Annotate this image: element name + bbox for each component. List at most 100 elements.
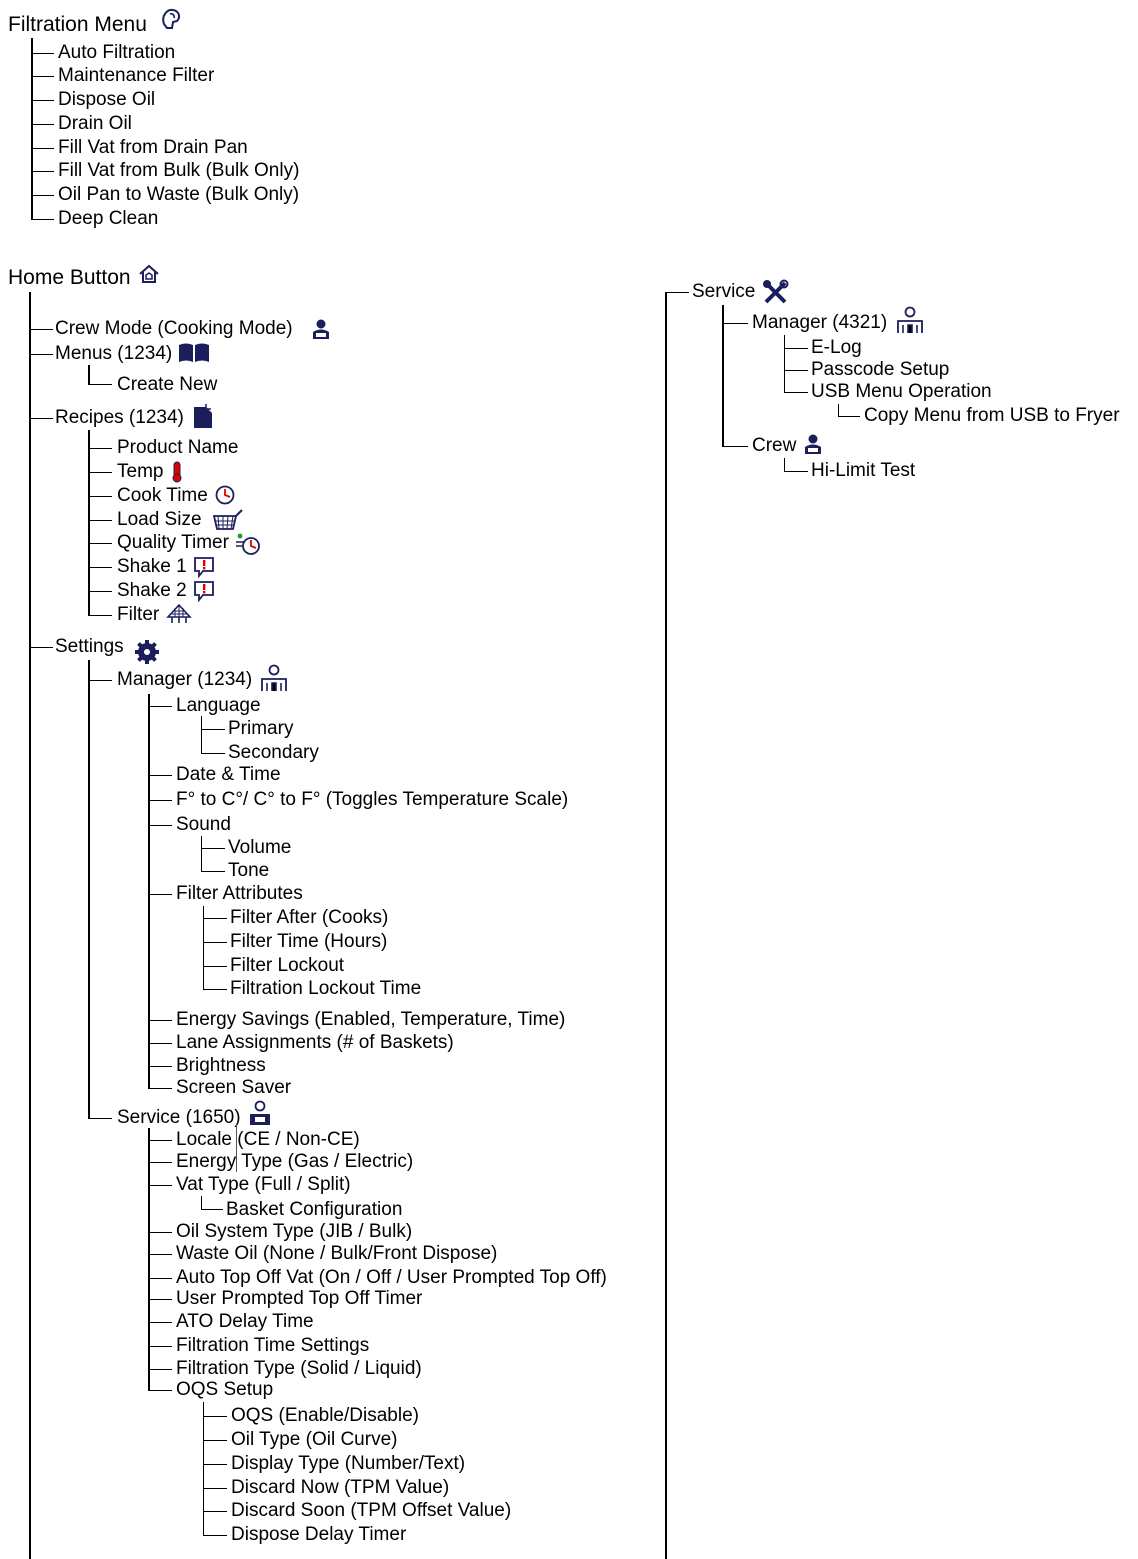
locale-item: Locale (CE / Non-CE)	[176, 1129, 360, 1150]
tree-branch	[148, 1232, 172, 1233]
language-option: Secondary	[228, 742, 319, 763]
tree-line	[203, 1402, 204, 1536]
tree-branch	[148, 1346, 172, 1347]
tree-line	[201, 716, 202, 753]
tree-branch	[148, 1254, 172, 1255]
tree-branch	[665, 292, 689, 293]
crew-icon	[313, 319, 329, 339]
thermometer-icon	[172, 461, 182, 483]
recipe-item: Shake 2	[117, 580, 187, 601]
filter-attribute: Filter After (Cooks)	[230, 907, 389, 928]
divider-line	[236, 1124, 237, 1172]
vat-type-item: Vat Type (Full / Split)	[176, 1174, 351, 1195]
recipe-item: Shake 1	[117, 556, 187, 577]
filter-attribute: Filtration Lockout Time	[230, 978, 422, 999]
tree-branch	[148, 1043, 172, 1044]
tree-branch	[148, 1322, 172, 1323]
shake-alert-icon	[194, 557, 214, 578]
temp-scale-item: F° to C°/ C° to F° (Toggles Temperature …	[176, 789, 569, 810]
tree-line	[88, 660, 90, 1119]
tree-branch	[838, 416, 860, 417]
shake-alert-icon	[194, 581, 214, 602]
service-1650-item: Service (1650)	[117, 1107, 241, 1128]
tree-line	[148, 694, 150, 1088]
filtration-item: Deep Clean	[58, 208, 159, 229]
tree-branch	[148, 894, 172, 895]
tree-line	[203, 906, 204, 990]
tree-line	[784, 335, 785, 393]
hi-limit-item: Hi-Limit Test	[811, 460, 916, 481]
crew-mode-item: Crew Mode (Cooking Mode)	[55, 318, 293, 339]
filter-attributes-item: Filter Attributes	[176, 883, 303, 904]
tree-branch	[148, 825, 172, 826]
settings-item: Settings	[55, 636, 124, 657]
tree-branch	[29, 329, 53, 330]
energy-savings-item: Energy Savings (Enabled, Temperature, Ti…	[176, 1009, 566, 1030]
tree-branch	[148, 1278, 172, 1279]
tree-branch	[203, 1488, 227, 1489]
service-manager-option: E-Log	[811, 337, 862, 358]
clock-icon	[215, 485, 235, 505]
recipe-item: Quality Timer	[117, 532, 229, 553]
tree-branch	[31, 53, 54, 54]
filter-attribute: Filter Lockout	[230, 955, 345, 976]
tree-branch	[31, 219, 54, 220]
tree-branch	[88, 567, 112, 568]
filtration-item: Oil Pan to Waste (Bulk Only)	[58, 184, 300, 205]
tree-branch	[148, 1390, 172, 1391]
tree-branch	[88, 1118, 112, 1119]
filter-attribute: Filter Time (Hours)	[230, 931, 388, 952]
basket-icon	[212, 509, 243, 530]
tree-branch	[88, 591, 112, 592]
tree-branch	[784, 348, 808, 349]
tree-branch	[31, 195, 54, 196]
tree-branch	[203, 1440, 227, 1441]
tree-branch	[203, 966, 227, 967]
tree-line	[29, 292, 31, 1559]
filtration-item: Fill Vat from Drain Pan	[58, 137, 248, 158]
tree-line	[665, 292, 667, 1559]
recipes-item: Recipes (1234)	[55, 407, 184, 428]
language-option: Primary	[228, 718, 294, 739]
tree-branch	[88, 448, 112, 449]
service-setting: Oil System Type (JIB / Bulk)	[176, 1221, 413, 1242]
tree-line	[148, 1128, 150, 1390]
recipe-item: Load Size	[117, 509, 202, 530]
oqs-option: OQS (Enable/Disable)	[231, 1405, 419, 1426]
energy-type-item: Energy Type (Gas / Electric)	[176, 1151, 414, 1172]
tree-branch	[88, 472, 112, 473]
tree-line	[838, 404, 839, 417]
tree-branch	[29, 354, 53, 355]
tree-branch	[203, 989, 227, 990]
tree-branch	[722, 446, 748, 447]
filter-icon	[166, 603, 192, 623]
tree-branch	[148, 1066, 172, 1067]
tree-branch	[201, 848, 225, 849]
filtration-item: Fill Vat from Bulk (Bulk Only)	[58, 160, 300, 181]
oqs-setup-item: OQS Setup	[176, 1379, 274, 1400]
tree-branch	[148, 1020, 172, 1021]
oqs-option: Oil Type (Oil Curve)	[231, 1429, 398, 1450]
tree-line	[201, 836, 202, 872]
tree-line	[88, 365, 90, 385]
filtration-menu-title: Filtration Menu	[8, 13, 147, 36]
service-setting: ATO Delay Time	[176, 1311, 314, 1332]
tree-branch	[203, 918, 227, 919]
oqs-option: Discard Soon (TPM Offset Value)	[231, 1500, 512, 1521]
tree-branch	[148, 1162, 172, 1163]
tree-branch	[29, 647, 53, 648]
filtration-item: Maintenance Filter	[58, 65, 215, 86]
tree-branch	[148, 1140, 172, 1141]
home-icon	[139, 264, 159, 283]
gear-icon	[135, 640, 159, 664]
manager-icon	[897, 306, 923, 333]
filtration-icon	[162, 8, 181, 29]
tree-branch	[88, 680, 112, 681]
tree-branch	[31, 76, 54, 77]
service-setting: Filtration Time Settings	[176, 1335, 370, 1356]
date-time-item: Date & Time	[176, 764, 281, 785]
manager-item: Manager (1234)	[117, 669, 253, 690]
filtration-item: Auto Filtration	[58, 42, 176, 63]
service-title: Service	[692, 281, 756, 302]
